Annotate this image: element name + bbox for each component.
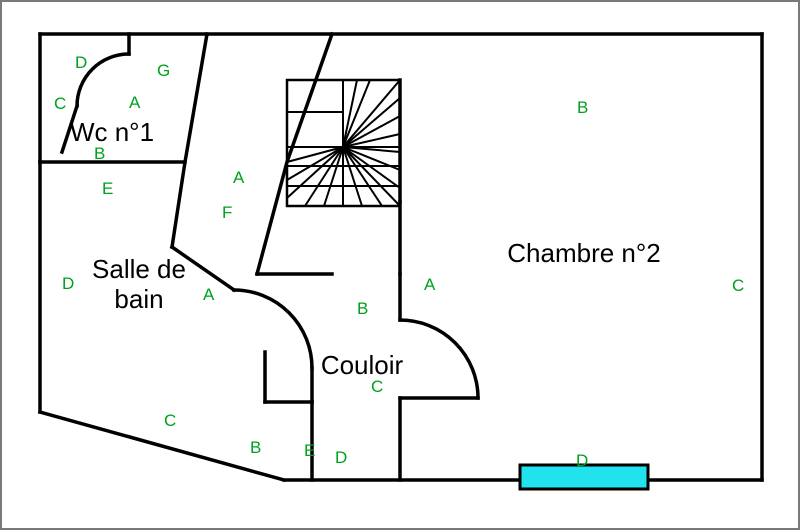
marker-d-sdb: D	[62, 274, 75, 293]
staircase	[285, 78, 402, 208]
marker-c-wc-left: C	[54, 94, 67, 113]
room-label-wc: Wc n°1	[69, 117, 155, 147]
marker-b-chambre: B	[577, 98, 589, 117]
wall-diagonal-right	[254, 31, 335, 277]
marker-b-couloir: B	[357, 299, 369, 318]
wall-wc-door-leaf	[59, 103, 80, 155]
marker-b-bottom: B	[250, 438, 262, 457]
wall-bottom-diagonal	[37, 409, 287, 483]
window-element	[518, 463, 650, 491]
marker-d-window: D	[576, 451, 589, 470]
marker-a-wc: A	[129, 93, 141, 112]
room-label-salle-de-bain: Salle de bain	[92, 254, 186, 314]
staircase-winders	[286, 79, 401, 207]
marker-d-wc-top: D	[75, 53, 88, 72]
marker-d-bottom: D	[335, 448, 348, 467]
marker-c-bottom-left: C	[164, 411, 177, 430]
marker-f-diag: F	[222, 203, 233, 222]
marker-a-sdb: A	[203, 285, 215, 304]
marker-e-wc-bottom: E	[102, 179, 114, 198]
room-label-couloir: Couloir	[320, 350, 404, 380]
wall-diagonal-upper	[170, 31, 210, 249]
marker-e-bottom: E	[304, 441, 316, 460]
room-label-chambre-2: Chambre n°2	[507, 238, 661, 268]
marker-a-couloir: A	[424, 275, 436, 294]
marker-b-wc: B	[94, 144, 106, 163]
door-arc-wc	[75, 52, 131, 108]
door-arc-couloir-right	[398, 318, 480, 400]
marker-c-couloir: C	[371, 377, 384, 396]
wall-diagonal-lower	[169, 244, 237, 293]
door-arc-couloir-left	[232, 288, 314, 370]
marker-a-diag-upper: A	[233, 168, 245, 187]
marker-c-chambre: C	[732, 276, 745, 295]
marker-g-wc: G	[157, 61, 171, 80]
